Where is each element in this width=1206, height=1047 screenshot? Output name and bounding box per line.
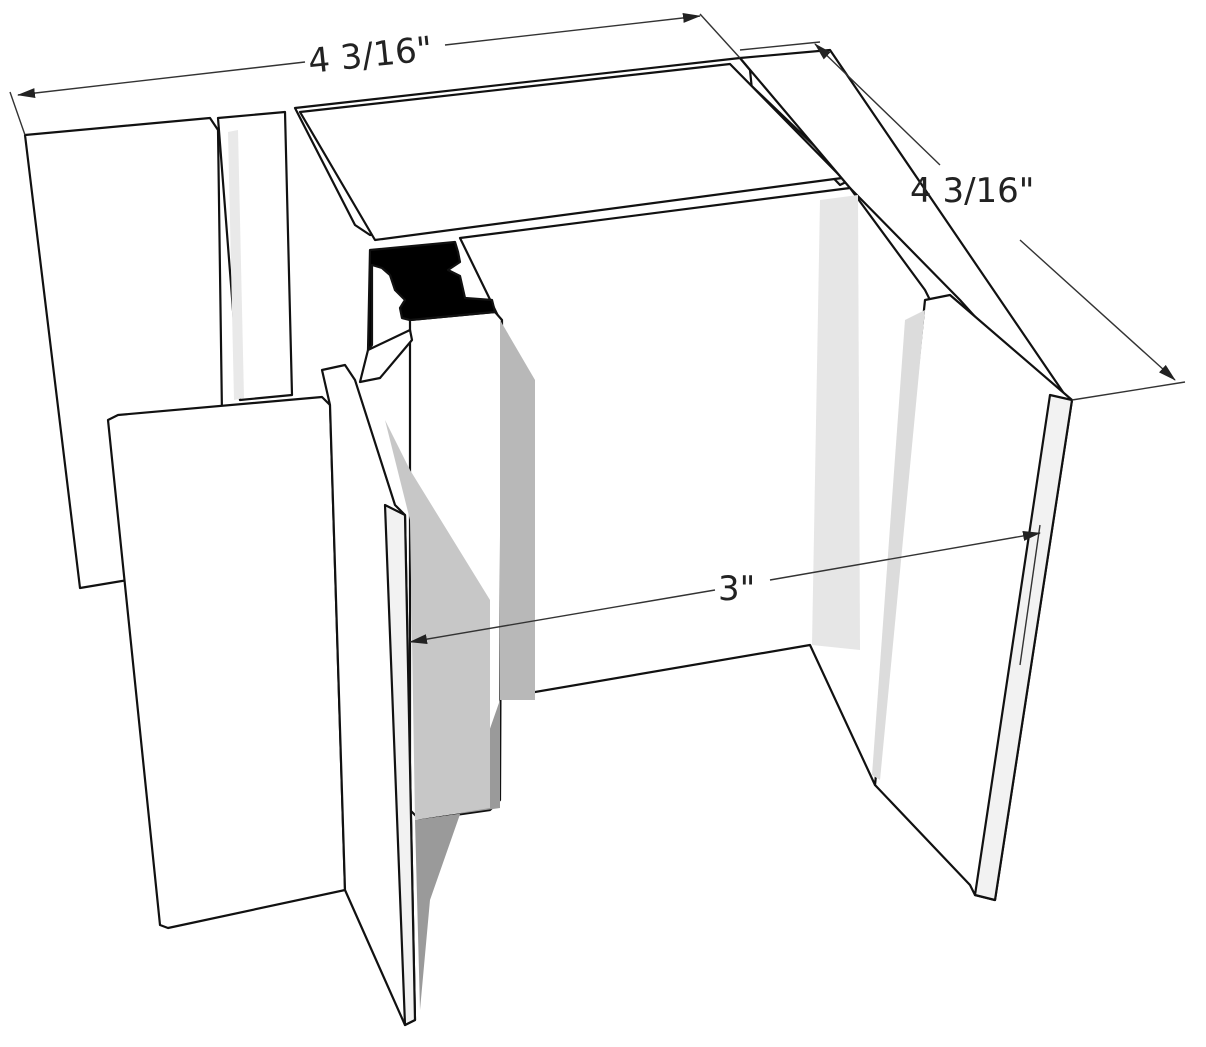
- right-flange-edge: [973, 393, 1074, 902]
- inner-back-wall-shade: [812, 195, 860, 650]
- inner-width-extension: [1019, 524, 1041, 666]
- front-left-flange: [106, 395, 347, 930]
- top-width-extension-left: [9, 91, 26, 136]
- depth-label: 4 3/16": [910, 171, 1034, 211]
- top-width-extension-right: [699, 13, 741, 59]
- depth-extension-bottom: [1071, 381, 1186, 401]
- depth-extension-top: [739, 41, 821, 51]
- front-t-stem-edge: [383, 503, 417, 1027]
- back-left-slot-shade: [228, 130, 244, 400]
- right-flange-shade: [872, 310, 925, 780]
- top-width-dimension-line-left: [17, 61, 306, 99]
- post-cut-section: [366, 240, 497, 352]
- dimension-annotations: [9, 12, 1186, 666]
- center-post-shadow: [500, 320, 535, 700]
- depth-dimension-line-top: [814, 43, 941, 166]
- depth-dimension-line-bottom: [1019, 239, 1176, 381]
- top-width-label: 4 3/16": [306, 29, 434, 82]
- inner-width-dimension-line-right: [769, 530, 1041, 581]
- inner-width-label: 3": [718, 569, 755, 609]
- front-shadow-upper: [385, 420, 490, 820]
- top-width-dimension-line-right: [444, 12, 701, 46]
- inner-width-dimension-line-left: [409, 589, 716, 645]
- extrusion-body: [23, 48, 1074, 1027]
- diagonal-web: [358, 328, 414, 384]
